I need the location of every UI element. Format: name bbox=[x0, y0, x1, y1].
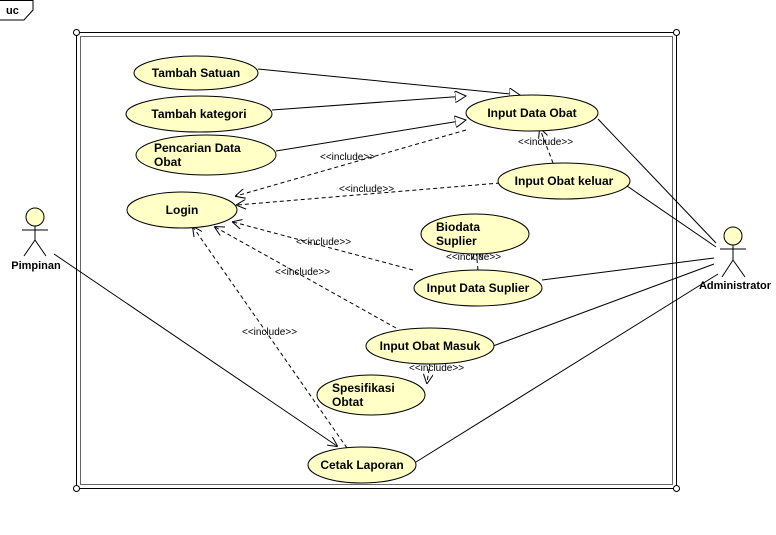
include-labels: <<include>> <<include>> <<include>> <<in… bbox=[242, 137, 573, 374]
assoc-admin-cetak bbox=[415, 273, 719, 463]
include-relations bbox=[193, 129, 554, 449]
actor-label-administrator: Administrator bbox=[699, 280, 772, 292]
assoc-admin-obat-masuk bbox=[492, 263, 715, 347]
usecase-label: Biodata bbox=[436, 220, 480, 234]
usecase-label: Input Data Obat bbox=[487, 106, 576, 120]
usecase-label: Spesifikasi bbox=[332, 381, 395, 395]
usecase-pencarian-data-obat[interactable]: Pencarian Data Obat bbox=[135, 134, 277, 176]
include-label: <<include>> bbox=[339, 184, 394, 195]
usecase-label: Cetak Laporan bbox=[320, 458, 403, 472]
usecase-label: Tambah Satuan bbox=[152, 66, 240, 80]
include-input-data-obat-login bbox=[236, 129, 467, 196]
associations bbox=[53, 118, 719, 463]
assoc-pimpinan-cetak bbox=[53, 253, 337, 446]
usecase-input-data-suplier[interactable]: Input Data Suplier bbox=[413, 269, 543, 307]
include-obat-keluar-login bbox=[237, 182, 501, 205]
usecase-input-obat-keluar[interactable]: Input Obat keluar bbox=[497, 162, 631, 200]
include-label: <<include>> bbox=[446, 252, 501, 263]
system-boundary bbox=[73, 29, 680, 492]
use-cases: Tambah Satuan Tambah kategori Pencarian … bbox=[125, 55, 631, 484]
usecase-input-data-obat[interactable]: Input Data Obat bbox=[465, 94, 599, 132]
usecase-label: Input Obat keluar bbox=[515, 174, 614, 188]
usecase-label: Suplier bbox=[436, 234, 477, 248]
assoc-admin-suplier bbox=[541, 257, 715, 281]
include-suplier-login bbox=[233, 222, 414, 271]
usecase-label: Input Data Suplier bbox=[427, 281, 530, 295]
usecase-tambah-satuan[interactable]: Tambah Satuan bbox=[133, 55, 259, 91]
include-obat-keluar-input-data-obat bbox=[540, 129, 554, 164]
boundary-handle bbox=[73, 485, 80, 492]
generalization-tambah-kategori bbox=[271, 96, 466, 111]
include-label: <<include>> bbox=[296, 237, 351, 248]
usecase-label: Obtat bbox=[332, 395, 363, 409]
include-label: <<include>> bbox=[242, 327, 297, 338]
usecase-spesifikasi-obtat[interactable]: Spesifikasi Obtat bbox=[316, 374, 426, 416]
actor-pimpinan[interactable] bbox=[22, 207, 48, 257]
usecase-tambah-kategori[interactable]: Tambah kategori bbox=[125, 95, 273, 133]
actor-administrator[interactable] bbox=[720, 226, 746, 278]
usecase-label: Login bbox=[166, 203, 199, 217]
frame-tag: uc bbox=[6, 5, 19, 17]
generalization-tambah-satuan bbox=[257, 68, 520, 95]
include-label: <<include>> bbox=[518, 137, 573, 148]
usecase-biodata-suplier[interactable]: Biodata Suplier bbox=[420, 213, 530, 255]
frame-tab: uc bbox=[0, 0, 34, 21]
include-obat-masuk-spesifikasi bbox=[427, 361, 430, 383]
generalizations bbox=[257, 68, 520, 152]
include-label: <<include>> bbox=[275, 267, 330, 278]
boundary-handle bbox=[673, 29, 680, 36]
generalization-pencarian bbox=[275, 120, 466, 152]
usecase-label: Input Obat Masuk bbox=[380, 339, 481, 353]
assoc-admin-obat-keluar bbox=[626, 185, 717, 248]
include-cetak-login bbox=[193, 227, 348, 449]
usecase-cetak-laporan[interactable]: Cetak Laporan bbox=[307, 446, 417, 484]
include-label: <<include>> bbox=[409, 363, 464, 374]
usecase-input-obat-masuk[interactable]: Input Obat Masuk bbox=[365, 327, 495, 365]
usecase-label: Obat bbox=[154, 155, 181, 169]
actor-label-pimpinan: Pimpinan bbox=[11, 260, 61, 272]
assoc-admin-input-data-obat bbox=[597, 118, 717, 244]
usecase-label: Pencarian Data bbox=[154, 141, 241, 155]
boundary-handle bbox=[73, 29, 80, 36]
usecase-label: Tambah kategori bbox=[151, 107, 246, 121]
include-label: <<include>> bbox=[320, 152, 375, 163]
usecase-login[interactable]: Login bbox=[126, 191, 238, 229]
boundary-handle bbox=[673, 485, 680, 492]
